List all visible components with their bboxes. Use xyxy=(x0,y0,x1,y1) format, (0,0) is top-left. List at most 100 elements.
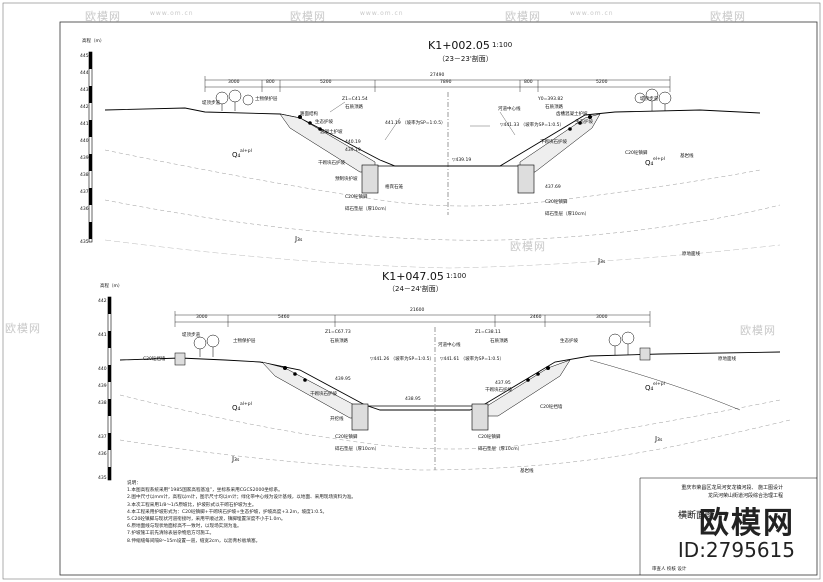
watermark-1: 欧模网 xyxy=(85,10,121,23)
s2-left-dry: 干砌块石护坡 xyxy=(310,392,337,397)
original-ground-2a xyxy=(119,394,781,450)
signature-row: 审查人 校核 设计 xyxy=(652,567,687,572)
s2-right-slope: ▽441.61 （坡率为SP=1:0.5） xyxy=(440,357,505,362)
s1-left-road: 路面结构 xyxy=(300,112,318,117)
s1-j-left: J₃ₛ xyxy=(295,235,303,243)
dim-2b: 5460 xyxy=(278,315,290,320)
watermark-6: 欧模网 xyxy=(510,240,546,253)
ground-line-2 xyxy=(119,351,781,411)
dim-total-1: 27490 xyxy=(430,73,445,78)
elev-label: 440 xyxy=(80,139,89,144)
s1-right-c20: C20砼镇脚 xyxy=(625,151,648,156)
s1-left-struct: 生态护坡 xyxy=(315,120,333,125)
s2-left-c20b: C20砼镇脚 xyxy=(335,435,358,440)
s1-right-c20b: C20砼镇脚 xyxy=(545,200,568,205)
dim-1b: 800 xyxy=(266,80,275,85)
s2-q-right: Q₄ xyxy=(645,384,654,392)
note-line: 8.伸缩缝每间隔8～15m设置一道，缝宽2cm，以沥青杉板填塞。 xyxy=(127,538,261,544)
logo-brand: 欧模网 xyxy=(699,506,795,541)
dim-2a: 3000 xyxy=(196,315,208,320)
dim-1a: 3000 xyxy=(228,80,240,85)
s2-right-wall: C20砼挡墙 xyxy=(540,405,563,410)
s2-j-left: J₃ₛ xyxy=(232,455,240,463)
right-wall-2 xyxy=(639,347,651,361)
s1-right-soil: 生态护坡 xyxy=(575,120,593,125)
s1-z-left: Z1=C41.54 xyxy=(342,97,368,102)
notes-block: 说明： 1.本图高程系统采用“1985国家高程基准”，坐标系采用CGCS2000… xyxy=(127,480,627,545)
s2-q-left-sup: al+pl xyxy=(240,402,252,407)
elev-label: 435 xyxy=(98,476,107,481)
s1-left-foot: 格宾石笼 xyxy=(385,185,403,190)
elev-label: 438 xyxy=(80,173,89,178)
dim-1e: 800 xyxy=(524,80,533,85)
trees-right-1 xyxy=(634,88,672,111)
s2-q-left: Q₄ xyxy=(232,404,241,412)
dim-1d: 7890 xyxy=(440,80,452,85)
s1-q-right: Q₄ xyxy=(645,159,654,167)
elev-label: 437 xyxy=(80,190,89,195)
s2-z-left: Z1=C67.73 xyxy=(325,330,351,335)
s2-left-sign: 堤顶步道 xyxy=(182,333,200,338)
note-line: 2.图中尺寸以mm计，高程以m计，图示尺寸均以m计；绿化带中心线为设计基线，以地… xyxy=(127,495,357,501)
elev-label: 437 xyxy=(98,435,107,440)
section-1-subtitle: （23－23'剖面） xyxy=(438,55,493,63)
s1-right-cushion: 碎石垫层（厚10cm） xyxy=(545,212,590,217)
note-line: 5.C20砼镇脚与现状河道衔接时，采用平顺过渡，镇脚埋置深度不小于1.0m。 xyxy=(127,517,286,523)
s2-right-c20: C20砼镇脚 xyxy=(478,435,501,440)
s1-left-elev1: 440.19 xyxy=(345,140,361,145)
s2-center-elev: 438.95 xyxy=(405,397,421,402)
logo-id: ID:2795615 xyxy=(677,538,795,562)
shrubs-1 xyxy=(298,115,592,131)
s1-q-left: Q₄ xyxy=(232,151,241,159)
s2-left-elev: 439.95 xyxy=(335,377,351,382)
watermark-url-2: www.om.cn xyxy=(360,10,404,17)
dimension-line-2 xyxy=(174,311,651,327)
s1-center-elev: ▽439.19 xyxy=(452,158,472,163)
section-2-title: K1+047.05 xyxy=(382,270,444,283)
dim-1c: 5200 xyxy=(320,80,332,85)
trees-right-2 xyxy=(608,331,635,355)
note-line: 1.本图高程系统采用“1985国家高程基准”，坐标系采用CGCS2000坐标系。 xyxy=(127,488,283,494)
title-block: 重庆市荣昌区龙凤河安龙镇河段、 施工图设计 龙凤河荣山街道河段综合治理工程 xyxy=(633,484,783,500)
s1-left-block: 混凝土护坡 xyxy=(320,130,343,135)
section-2-subtitle: （24－24'剖面） xyxy=(388,285,443,293)
s2-pre-line: 原地面线 xyxy=(718,357,736,362)
watermark-7: 欧模网 xyxy=(740,324,776,337)
left-footing-1 xyxy=(361,164,379,194)
s2-left-soil: 土物保护层 xyxy=(233,339,256,344)
note-line: 4.本工程采用护坡形式为：C20砼镇脚+干砌块石护坡+生态护坡，护坡高度+3.2… xyxy=(127,509,328,515)
elev-label: 438 xyxy=(98,401,107,406)
section-2-drawing xyxy=(107,296,791,481)
elev-label: 444 xyxy=(80,71,89,76)
s2-right-cushion: 碎石垫层（厚10cm） xyxy=(478,447,523,452)
original-ground-1b xyxy=(104,199,781,241)
section-2-scale: 1:100 xyxy=(446,272,467,280)
elevation-scale-2 xyxy=(107,296,112,481)
right-footing-2 xyxy=(471,403,489,431)
s1-left-soil: 土物保护层 xyxy=(255,97,278,102)
section-1-elev-header: 高程（m） xyxy=(82,39,105,44)
s1-left-slope: 441.19 （坡率为SP=1:0.5） xyxy=(385,121,446,126)
s1-left-cover: 石质顶路 xyxy=(345,105,363,110)
inner-frame xyxy=(59,21,818,576)
dimension-line-1 xyxy=(204,76,671,92)
bedrock-line-2 xyxy=(589,359,741,411)
trees-left-1 xyxy=(215,89,254,111)
elev-label: 439 xyxy=(98,384,107,389)
elev-label: 442 xyxy=(80,105,89,110)
project-name-1: 重庆市荣昌区龙凤河安龙镇河段、 施工图设计 xyxy=(681,485,783,491)
titleblock-frame xyxy=(639,477,817,575)
drawing-name: 横断面图 xyxy=(678,511,715,521)
s1-left-c20: C20砼镇脚 xyxy=(345,195,368,200)
s1-j-right: J₃ₛ xyxy=(598,257,606,265)
s2-right-dry: 干砌块石护坡 xyxy=(485,388,512,393)
elev-label: 436 xyxy=(98,452,107,457)
s2-left-cover: 石质顶路 xyxy=(330,339,348,344)
note-line: 7.护坡施工前先清除表层杂物后方可施工。 xyxy=(127,531,215,537)
project-name-2: 龙凤河荣山街道河段综合治理工程 xyxy=(707,493,783,499)
s1-right-block: 齿槽混凝土护坡 xyxy=(556,112,588,117)
s1-left-elev2: 439.19 xyxy=(345,148,361,153)
